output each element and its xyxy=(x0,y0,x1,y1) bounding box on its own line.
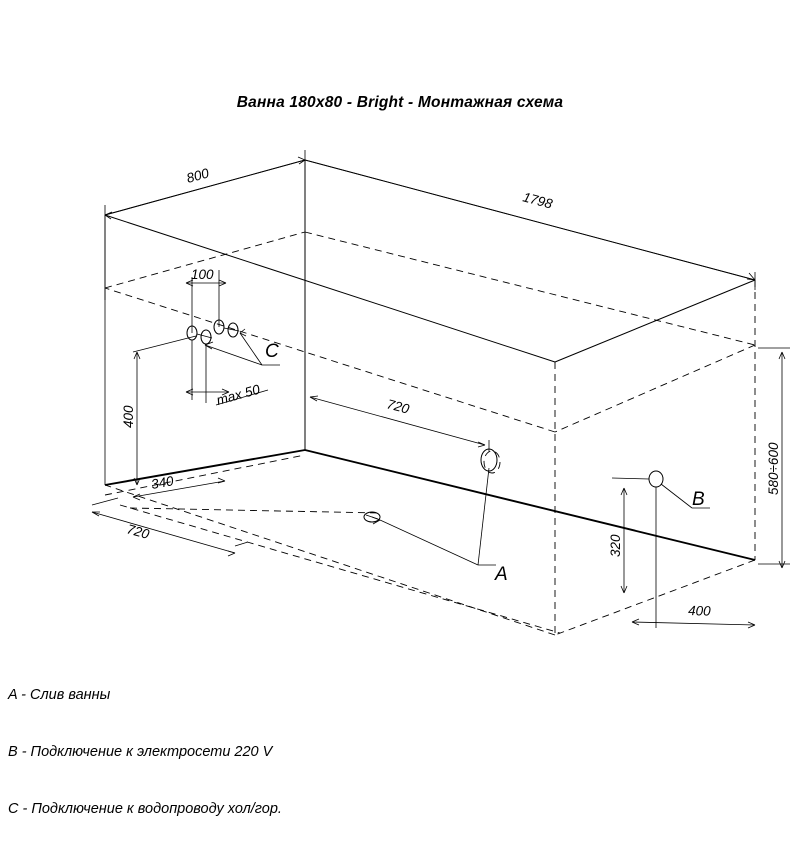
dim-label-height-400: 400 xyxy=(121,405,136,428)
floor-footprint xyxy=(104,454,561,634)
dimension-water-100: 100 xyxy=(185,267,227,333)
isometric-bath-drawing: 800 1798 C xyxy=(91,150,790,636)
power-leader-b: B xyxy=(660,483,710,510)
dimension-depth-800: 800 xyxy=(104,150,306,300)
dimension-height-400: 400 xyxy=(121,335,197,486)
dim-label-power-320: 320 xyxy=(608,534,623,557)
legend-item-a: A - Слив ванны xyxy=(8,687,111,703)
drawing-sheet: Ванна 180x80 - Bright - Монтажная схема xyxy=(8,94,790,817)
drain-wall-outlet xyxy=(480,448,501,474)
water-supply-leader-c: C xyxy=(204,328,280,366)
marker-label-a: A xyxy=(494,564,508,585)
page-title: Ванна 180x80 - Bright - Монтажная схема xyxy=(236,94,564,111)
power-outlet xyxy=(611,470,664,488)
legend-item-c: C - Подключение к водопроводу хол/гор. xyxy=(8,801,282,817)
dim-label-bath-height: 580÷600 xyxy=(766,442,781,495)
marker-label-c: C xyxy=(265,341,279,362)
dim-label-floor-340: 340 xyxy=(150,473,175,492)
dimension-power-320: 320 xyxy=(608,487,628,594)
dim-label-water-100: 100 xyxy=(191,267,214,282)
dimension-floor-720: 720 xyxy=(91,497,249,557)
bath-bottom-edges xyxy=(104,449,756,636)
dim-label-depth-800: 800 xyxy=(185,165,211,186)
dim-label-floor-720: 720 xyxy=(125,521,151,542)
dimension-length-1798: 1798 xyxy=(304,159,756,290)
drain-leader-a: A xyxy=(371,467,508,585)
dim-label-length-1798: 1798 xyxy=(521,189,554,211)
dimension-drain-720: 720 xyxy=(309,395,490,452)
legend: A - Слив ванны B - Подключение к электро… xyxy=(8,648,282,857)
water-supply-pipes xyxy=(186,319,240,345)
legend-item-b: B - Подключение к электросети 220 V xyxy=(8,744,273,760)
bath-vertical-edges xyxy=(104,160,756,635)
dim-label-water-max50: max 50 xyxy=(215,382,262,408)
dimension-power-400: 400 xyxy=(631,487,756,629)
marker-label-b: B xyxy=(692,489,705,510)
dimension-water-max50: max 50 xyxy=(185,340,269,408)
dimension-floor-340: 340 xyxy=(132,473,226,501)
dim-label-drain-720: 720 xyxy=(385,396,411,416)
dimension-bath-height: 580÷600 xyxy=(758,347,790,569)
bath-top-rim xyxy=(104,231,756,433)
dim-label-power-400: 400 xyxy=(688,603,711,619)
